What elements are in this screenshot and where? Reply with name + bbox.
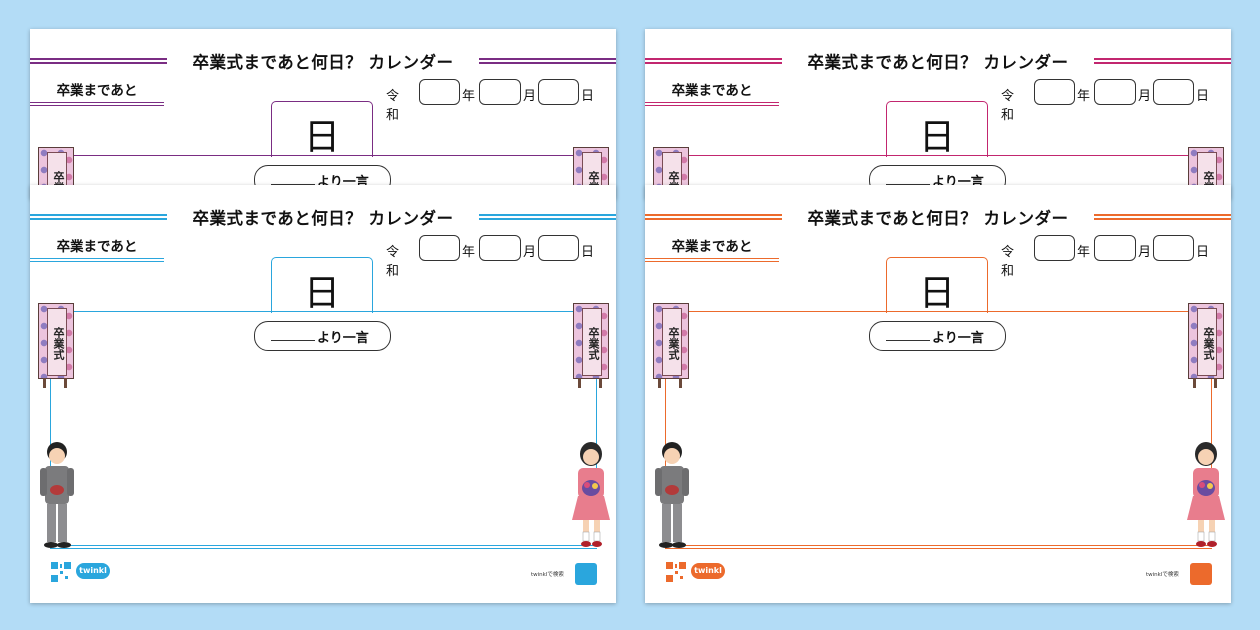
days-remaining-box[interactable]: 日 — [271, 101, 373, 158]
day-field[interactable] — [538, 235, 579, 261]
banner-label: 卒業式 — [1197, 308, 1217, 376]
graduate-girl-illustration — [572, 442, 610, 547]
message-from-pill[interactable]: より一言 — [254, 321, 391, 351]
twinkl-badge-icon — [1190, 563, 1212, 585]
message-name-blank — [271, 340, 315, 341]
message-frame[interactable] — [665, 311, 1212, 546]
frame-bottom-rule — [665, 545, 1212, 549]
graduate-boy-illustration — [655, 442, 689, 548]
frame-bottom-rule — [50, 545, 597, 549]
banner-label: 卒業式 — [662, 308, 682, 376]
day-unit: 日 — [1196, 245, 1210, 260]
month-unit: 月 — [1138, 89, 1152, 104]
countdown-label: 卒業まであと — [671, 83, 753, 99]
countdown-underline — [30, 258, 164, 262]
calendar-title-row: 卒業式まであと何日？ カレンダー — [645, 49, 1231, 73]
month-field[interactable] — [479, 235, 521, 261]
message-label: より一言 — [932, 331, 984, 346]
banner-label: 卒業式 — [47, 308, 67, 376]
graduate-girl-illustration — [1187, 442, 1225, 547]
year-unit: 年 — [1077, 245, 1091, 260]
month-field[interactable] — [479, 79, 521, 105]
graduation-banner-right: 卒業式 — [1188, 303, 1224, 388]
graduation-banner-left: 卒業式 — [653, 303, 689, 388]
calendar-title: 卒業式まであと何日？ カレンダー — [807, 209, 1069, 228]
calendar-title: 卒業式まであと何日？ カレンダー — [192, 209, 454, 228]
year-unit: 年 — [1077, 89, 1091, 104]
graduate-boy-illustration — [40, 442, 74, 548]
year-unit: 年 — [462, 89, 476, 104]
countdown-label: 卒業まであと — [56, 239, 138, 255]
footer-search-text: twinklで検索 — [1146, 572, 1179, 578]
era-label: 令和 — [1001, 89, 1015, 123]
twinkl-logo: twinkl — [76, 563, 110, 579]
countdown-underline — [645, 102, 779, 106]
day-unit: 日 — [1196, 89, 1210, 104]
days-remaining-box[interactable]: 日 — [271, 257, 373, 314]
year-unit: 年 — [462, 245, 476, 260]
day-unit: 日 — [581, 245, 595, 260]
day-field[interactable] — [538, 79, 579, 105]
month-field[interactable] — [1094, 235, 1136, 261]
day-unit: 日 — [581, 89, 595, 104]
day-field[interactable] — [1153, 235, 1194, 261]
qr-code-icon — [50, 561, 72, 583]
countdown-underline — [645, 258, 779, 262]
footer-search-text: twinklで検索 — [531, 572, 564, 578]
title-rule-left — [645, 214, 782, 220]
banner-label: 卒業式 — [582, 308, 602, 376]
countdown-underline — [30, 102, 164, 106]
days-remaining-unit: 日 — [303, 117, 340, 158]
title-rule-left — [30, 58, 167, 64]
graduation-banner-left: 卒業式 — [38, 303, 74, 388]
month-unit: 月 — [1138, 245, 1152, 260]
days-remaining-box[interactable]: 日 — [886, 257, 988, 314]
days-remaining-unit: 日 — [918, 117, 955, 158]
calendar-title-row: 卒業式まであと何日？ カレンダー — [645, 205, 1231, 229]
day-field[interactable] — [1153, 79, 1194, 105]
twinkl-logo: twinkl — [691, 563, 725, 579]
days-remaining-unit: 日 — [303, 273, 340, 314]
title-rule-right — [1094, 58, 1231, 64]
message-name-blank — [886, 184, 930, 185]
year-field[interactable] — [419, 235, 460, 261]
calendar-sheet-blue: 卒業式まであと何日？ カレンダー 卒業まであと 令和 年 月 日 日 より一言 … — [30, 185, 616, 603]
calendar-title-row: 卒業式まであと何日？ カレンダー — [30, 205, 616, 229]
calendar-sheet-purple: 卒業式まであと何日？ カレンダー 卒業まであと 令和 年 月 日 日 より一言 … — [30, 29, 616, 199]
title-rule-right — [1094, 214, 1231, 220]
era-label: 令和 — [386, 89, 400, 123]
title-rule-left — [30, 214, 167, 220]
month-unit: 月 — [523, 89, 537, 104]
year-field[interactable] — [1034, 79, 1075, 105]
title-rule-right — [479, 58, 616, 64]
calendar-sheet-magenta: 卒業式まであと何日？ カレンダー 卒業まであと 令和 年 月 日 日 より一言 … — [645, 29, 1231, 199]
year-field[interactable] — [1034, 235, 1075, 261]
era-label: 令和 — [386, 245, 400, 279]
title-rule-left — [645, 58, 782, 64]
message-name-blank — [271, 184, 315, 185]
calendar-title-row: 卒業式まであと何日？ カレンダー — [30, 49, 616, 73]
calendar-title: 卒業式まであと何日？ カレンダー — [192, 53, 454, 72]
message-name-blank — [886, 340, 930, 341]
title-rule-right — [479, 214, 616, 220]
year-field[interactable] — [419, 79, 460, 105]
calendar-sheet-orange: 卒業式まであと何日？ カレンダー 卒業まであと 令和 年 月 日 日 より一言 … — [645, 185, 1231, 603]
days-remaining-box[interactable]: 日 — [886, 101, 988, 158]
calendar-title: 卒業式まであと何日？ カレンダー — [807, 53, 1069, 72]
message-from-pill[interactable]: より一言 — [869, 321, 1006, 351]
message-label: より一言 — [317, 331, 369, 346]
countdown-label: 卒業まであと — [56, 83, 138, 99]
month-field[interactable] — [1094, 79, 1136, 105]
twinkl-badge-icon — [575, 563, 597, 585]
month-unit: 月 — [523, 245, 537, 260]
graduation-banner-right: 卒業式 — [573, 303, 609, 388]
days-remaining-unit: 日 — [918, 273, 955, 314]
qr-code-icon — [665, 561, 687, 583]
countdown-label: 卒業まであと — [671, 239, 753, 255]
message-frame[interactable] — [50, 311, 597, 546]
era-label: 令和 — [1001, 245, 1015, 279]
